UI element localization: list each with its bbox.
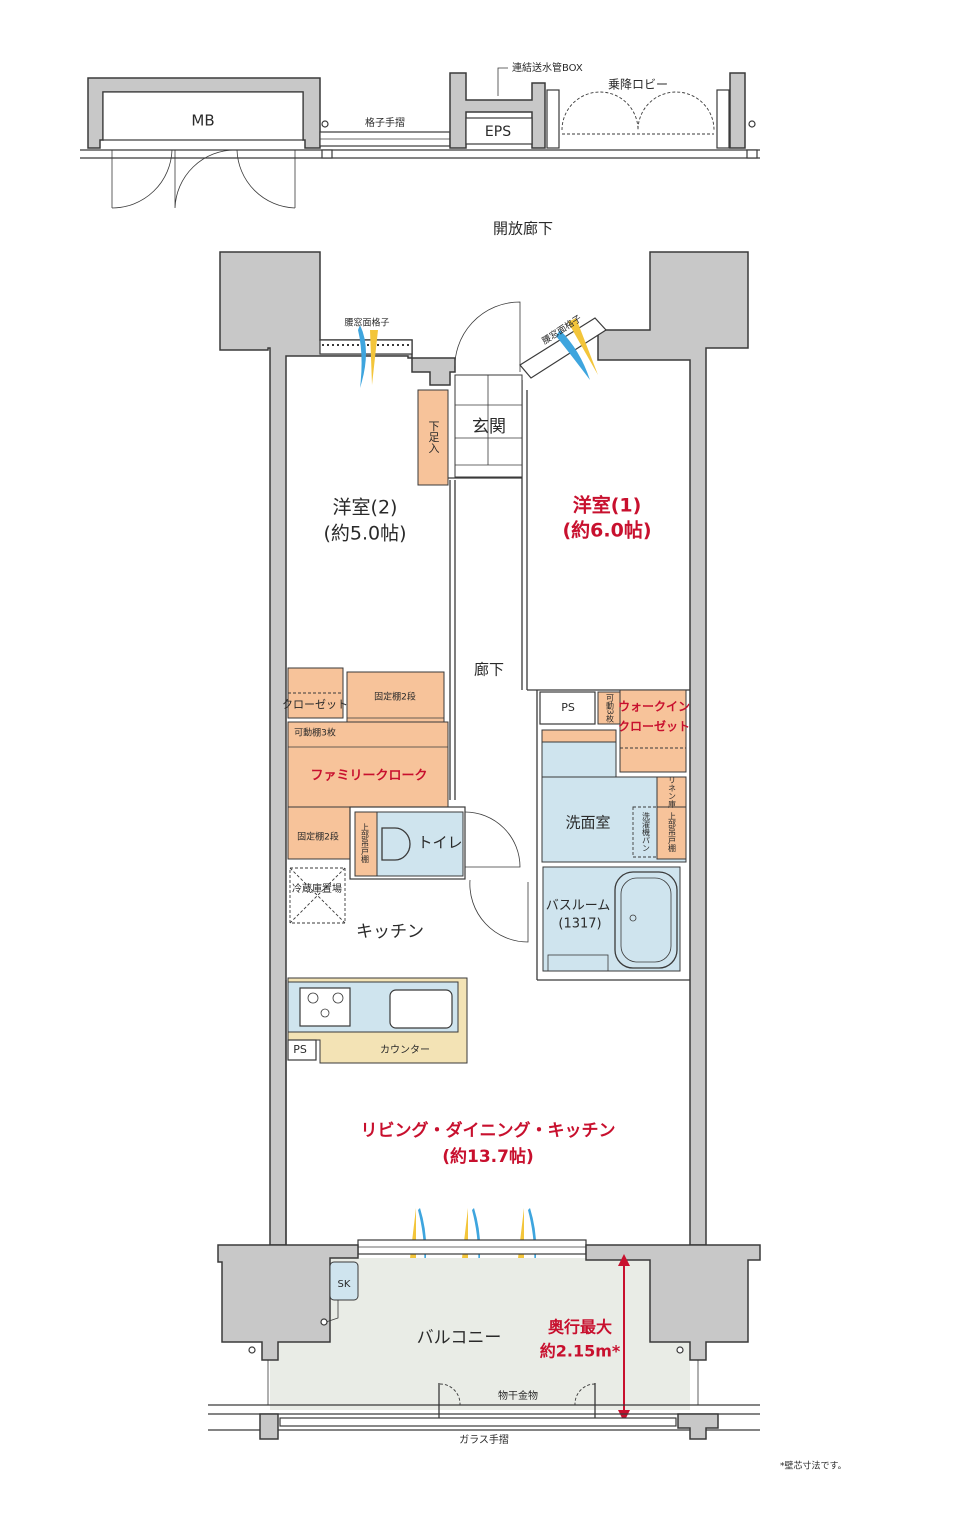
kitchen-counter: PS カウンター	[287, 977, 468, 1064]
western-room-1-size: (約6.0帖)	[562, 519, 651, 542]
open-corridor-label: 開放廊下	[493, 220, 553, 238]
lattice-rail-label: 格子手摺	[365, 116, 405, 129]
sink-icon	[389, 989, 453, 1029]
entrance-label: 玄関	[472, 417, 506, 437]
ps-left-label: PS	[293, 1043, 307, 1056]
counter-label: カウンター	[380, 1044, 430, 1056]
balcony: SK バルコニー 奥行最大 約2.15m* 物干金物 ガラス手摺	[208, 1239, 761, 1446]
family-cloak-label: ファミリークローク	[310, 769, 427, 784]
toilet-upper-cabinet-label: 上部吊戸棚	[361, 823, 370, 864]
bathroom	[542, 866, 681, 972]
stove-icon	[299, 987, 351, 1027]
kitchen-label: キッチン	[356, 922, 424, 942]
fixed-shelf-top-label: 固定棚2段	[374, 691, 416, 703]
drying-hardware-label: 物干金物	[498, 1389, 538, 1402]
fixed-shelf-bottom-label: 固定棚2段	[297, 831, 339, 843]
ps-right-label: PS	[561, 701, 575, 714]
elevator-doors	[561, 91, 715, 135]
depth-label: 奥行最大	[548, 1318, 612, 1337]
footnote: *壁芯寸法です。	[780, 1460, 847, 1472]
toilet-label: トイレ	[417, 834, 462, 852]
wet-area: PS 可動3枚 ウォークイン クローゼット 洗面室 リネン庫 洗濯機パン 上部吊…	[539, 689, 690, 972]
wash-upper-cabinet-label: 上部吊戸棚	[668, 812, 677, 853]
glass-rail	[279, 1417, 677, 1427]
entrance: 玄関 下足入	[417, 301, 523, 486]
wic-label-1: ウォークイン	[618, 700, 690, 714]
linen-label: リネン庫	[668, 776, 677, 809]
standpipe-label: 連結送水管BOX	[512, 61, 583, 74]
shoe-storage	[417, 389, 449, 486]
hallway-label: 廊下	[474, 661, 504, 679]
bathroom-label: バスルーム	[546, 899, 611, 914]
window-grille-left-label: 腰窓面格子	[344, 317, 389, 329]
sk-label: SK	[338, 1279, 351, 1290]
walk-in-closet	[619, 689, 687, 773]
fridge-space: 冷蔵庫置場	[289, 867, 346, 924]
common-area: MB 格子手摺 EPS 連結送水管BOX 乗降ロビー 開放廊下	[80, 61, 760, 238]
movable-shelf-label: 可動棚3枚	[294, 727, 336, 739]
washer-pan-label: 洗濯機パン	[642, 811, 651, 852]
lobby-label: 乗降ロビー	[608, 78, 668, 92]
washroom-label: 洗面室	[565, 814, 610, 832]
wic-shelf-label: 可動3枚	[606, 693, 615, 723]
eps-label: EPS	[485, 124, 511, 140]
wic-label-2: クローゼット	[618, 719, 690, 734]
depth-arrow	[618, 1254, 630, 1422]
mb-doors	[111, 149, 296, 209]
western-room-2-size: (約5.0帖)	[323, 523, 406, 545]
western-room-1-label: 洋室(1)	[573, 494, 642, 517]
sk-sink	[329, 1261, 359, 1301]
fridge-label: 冷蔵庫置場	[292, 882, 342, 895]
mb-label: MB	[191, 112, 214, 130]
depth-value: 約2.15m*	[540, 1342, 621, 1361]
ldk-label: リビング・ダイニング・キッチン	[361, 1120, 616, 1141]
family-cloak: クローゼット 固定棚2段 可動棚3枚 ファミリークローク 固定棚2段	[282, 667, 449, 860]
ldk-size: (約13.7帖)	[442, 1146, 533, 1167]
shoe-storage-label: 下足入	[427, 421, 440, 454]
closet-label: クローゼット	[282, 698, 348, 711]
glass-rail-label: ガラス手摺	[459, 1433, 509, 1446]
bathroom-size: (1317)	[558, 917, 601, 932]
balcony-label: バルコニー	[417, 1328, 502, 1348]
toilet: トイレ 上部吊戸棚	[349, 806, 521, 880]
eps-box	[465, 117, 533, 145]
eps-wall	[449, 72, 546, 149]
western-room-2-label: 洋室(2)	[333, 497, 398, 519]
